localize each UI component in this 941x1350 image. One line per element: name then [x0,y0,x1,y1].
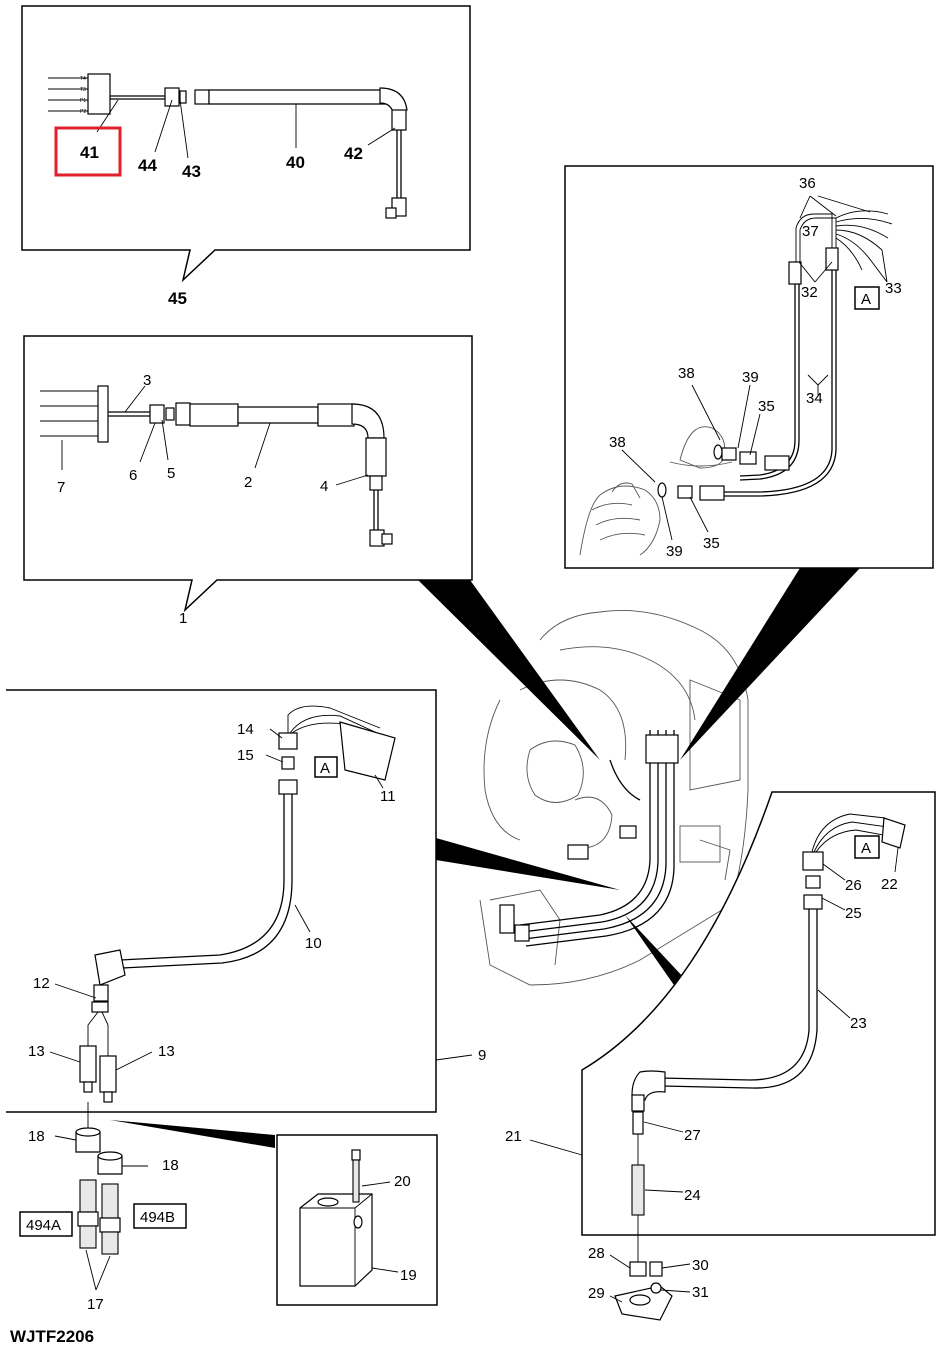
callout-15: 15 [237,747,254,764]
callout-31: 31 [692,1284,709,1301]
callout-10: 10 [305,935,322,952]
label-494a: 494A [26,1217,61,1234]
callout-11: 11 [380,788,396,805]
callout-43: 43 [182,162,201,181]
callout-20: 20 [394,1173,411,1190]
view-tag-a-label: A [320,760,330,777]
callout-21: 21 [505,1128,522,1145]
temperature-sensors: 18 18 494A 494B 17 [19,1102,187,1313]
callout-panel-9: 14 15 A 11 10 12 13 13 [6,689,473,1113]
callout-25: 25 [845,905,862,922]
callout-29: 29 [588,1285,605,1302]
callout-26: 26 [845,877,862,894]
callout-33: 33 [885,280,902,297]
callout-panel-1: 7 3 6 5 2 4 [23,335,473,613]
callout-19: 19 [400,1267,417,1284]
nut [164,87,180,107]
callout-22: 22 [881,876,898,893]
callout-18: 18 [162,1157,179,1174]
engine-overview [110,568,860,1148]
callout-41: 41 [80,143,99,162]
detail-panel-exhaust-sensors: 36 37 32 33 A 34 38 39 35 38 39 35 [564,165,934,569]
callout-7: 7 [57,479,65,496]
callout-6: 6 [129,467,137,484]
callout-32: 32 [801,284,818,301]
view-tag-a-label: A [861,840,871,857]
callout-4: 4 [320,478,328,495]
callout-13: 13 [28,1043,45,1060]
callout-38: 38 [678,365,695,382]
callout-12: 12 [33,975,50,992]
callout-37: 37 [802,223,819,240]
callout-34: 34 [806,390,823,407]
callout-44: 44 [138,156,157,175]
callout-1: 1 [179,610,187,627]
callout-3: 3 [143,372,151,389]
pin-label: T4 [80,76,86,82]
callout-panel-45: T4 T3 P1 P2 41 44 43 40 42 [21,5,471,283]
callout-35: 35 [703,535,720,552]
callout-14: 14 [237,721,254,738]
view-tag-a [314,756,338,778]
highlight-box [54,126,122,177]
pin-label: P2 [80,109,86,115]
callout-5: 5 [167,465,175,482]
callout-45: 45 [168,289,187,308]
pin-label: P1 [80,98,86,104]
callout-30: 30 [692,1257,709,1274]
figure-code: WJTF2206 [10,1327,94,1346]
mounting-block-detail: 20 19 [276,1134,438,1306]
callout-23: 23 [850,1015,867,1032]
view-tag-a-label: A [861,291,871,308]
callout-2: 2 [244,474,252,491]
callout-39: 39 [742,369,759,386]
boxed-label-494a [19,1211,73,1237]
callout-36: 36 [799,175,816,192]
callout-18: 18 [28,1128,45,1145]
pin-label: T3 [80,87,86,93]
wire-harness-connector: T4 T3 P1 P2 [48,73,111,115]
callout-13: 13 [158,1043,175,1060]
callout-17: 17 [87,1296,104,1313]
callout-27: 27 [684,1127,701,1144]
callout-42: 42 [344,144,363,163]
callout-28: 28 [588,1245,605,1262]
callout-panel-21: A 26 22 25 23 27 24 [529,791,936,1321]
callout-24: 24 [684,1187,701,1204]
callout-35: 35 [758,398,775,415]
boxed-label-494b [133,1203,187,1229]
callout-40: 40 [286,153,305,172]
callout-9: 9 [478,1047,486,1064]
nut [149,404,165,424]
view-tag-a [854,286,880,310]
callout-38: 38 [609,434,626,451]
label-494b: 494B [140,1209,175,1226]
callout-39: 39 [666,543,683,560]
view-tag-a [854,835,880,859]
